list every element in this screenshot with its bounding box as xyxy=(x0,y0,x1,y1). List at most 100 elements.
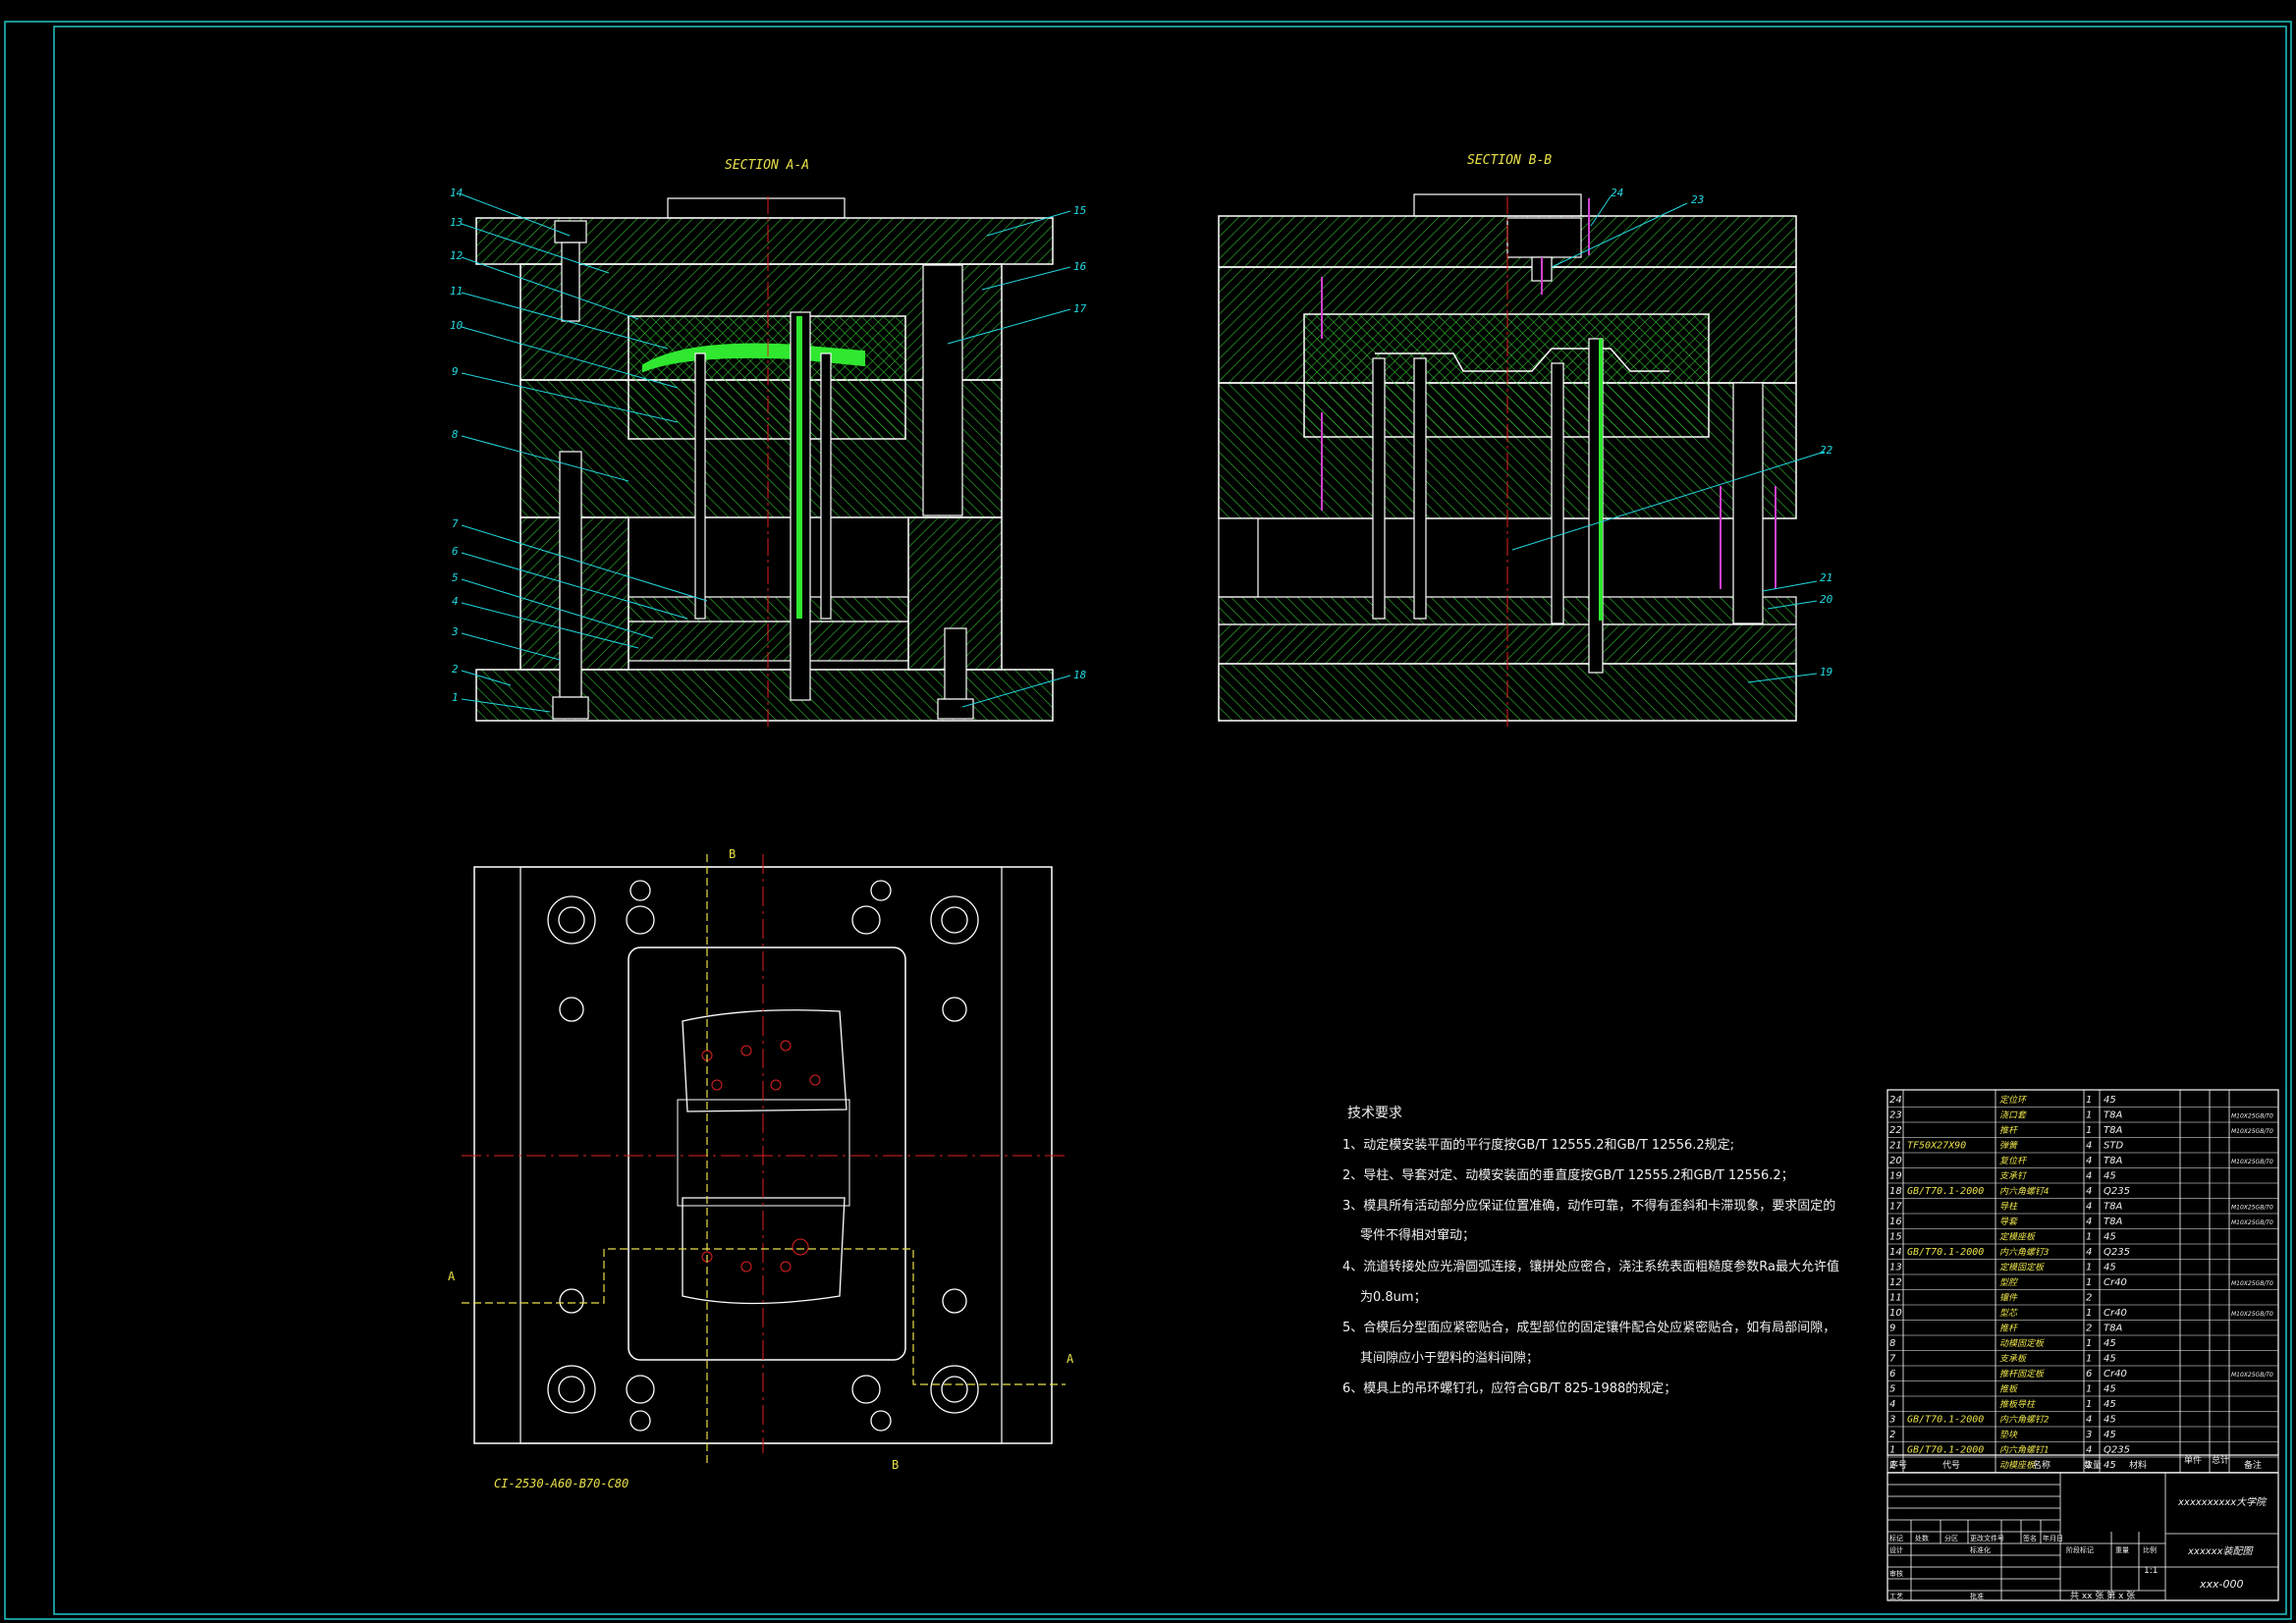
bom-cell-code: GB/T70.1-2000 xyxy=(1907,1445,1984,1456)
bom-cell-qty: 4 xyxy=(2086,1202,2092,1213)
bom-cell-note: M10X25GB/T0 xyxy=(2231,1205,2273,1212)
bom-cell-name: 支承钉 xyxy=(1999,1171,2028,1182)
bom-cell-name: 推板 xyxy=(1999,1384,2019,1395)
bom-cell-qty: 1 xyxy=(2086,1263,2092,1273)
bom-cell-note: M10X25GB/T0 xyxy=(2231,1280,2273,1287)
balloon-aa-6: 6 xyxy=(452,545,459,558)
bom-cell-mat: STD xyxy=(2104,1141,2123,1152)
bom-cell-name: 推杆 xyxy=(1999,1324,2019,1334)
bom-header-mat: 材料 xyxy=(2129,1459,2147,1471)
tb-label-weight: 重量 xyxy=(2115,1546,2129,1554)
bom-cell-no: 22 xyxy=(1889,1125,1902,1136)
bom-header-code: 代号 xyxy=(1942,1460,1960,1471)
bom-cell-code: GB/T70.1-2000 xyxy=(1907,1415,1984,1426)
tb-label-process: 工艺 xyxy=(1889,1593,1903,1600)
bom-cell-qty: 4 xyxy=(2086,1171,2092,1182)
plan-view: B B A A CI-2530-A60-B70-C80 xyxy=(448,847,1074,1490)
balloon-bb-22: 22 xyxy=(1820,444,1833,457)
balloon-aa-11: 11 xyxy=(450,285,463,298)
bom-cell-name: 定模固定板 xyxy=(1999,1263,2046,1273)
bom-cell-name: 动模座板 xyxy=(1999,1460,2037,1471)
balloon-aa-15: 15 xyxy=(1073,204,1086,217)
bom-cell-no: 7 xyxy=(1889,1354,1896,1365)
bom-cell-note: M10X25GB/T0 xyxy=(2231,1128,2273,1135)
bom-cell-note: M10X25GB/T0 xyxy=(2231,1311,2273,1318)
balloon-aa-17: 17 xyxy=(1073,302,1087,315)
bom-cell-name: 支承板 xyxy=(1999,1354,2028,1365)
bom-cell-mat: 45 xyxy=(2104,1460,2116,1471)
tb-label-approve: 批准 xyxy=(1970,1592,1984,1600)
bom-cell-mat: Cr40 xyxy=(2104,1308,2127,1319)
bom-cell-no: 3 xyxy=(1889,1415,1895,1426)
balloon-aa-2: 2 xyxy=(452,663,459,676)
tech-req-line-5: 4、流道转接处应光滑圆弧连接，镶拼处应密合，浇注系统表面粗糙度参数Ra最大允许值 xyxy=(1342,1259,1839,1274)
bom-cell-no: 13 xyxy=(1889,1263,1902,1273)
bom-cell-name: 型腔 xyxy=(1999,1277,2019,1288)
bom-header-w1: 单件 xyxy=(2184,1454,2202,1466)
tech-req-line-1: 1、动定模安装平面的平行度按GB/T 12555.2和GB/T 12556.2规… xyxy=(1342,1137,1734,1153)
bom-cell-no: 16 xyxy=(1889,1217,1902,1227)
bom-cell-note: M10X25GB/T0 xyxy=(2231,1113,2273,1120)
outer-border xyxy=(4,21,2292,1620)
bom-cell-mat: Q235 xyxy=(2104,1445,2130,1456)
bom-cell-no: 11 xyxy=(1889,1293,1902,1304)
title-block-text: xxxxxxxxxx大学院 xxxxxx装配图 xxx-000 1:1 共 xx… xyxy=(1889,1496,2268,1601)
bom-cell-mat: 45 xyxy=(2104,1232,2116,1243)
bom-cell-name: 内六角螺钉3 xyxy=(1999,1247,2049,1258)
bom-cell-qty: 6 xyxy=(2086,1369,2092,1380)
bom-cell-mat: 45 xyxy=(2104,1399,2116,1410)
bom-cell-mat: T8A xyxy=(2104,1110,2122,1121)
tb-drawing-name: xxxxxx装配图 xyxy=(2187,1545,2255,1557)
section-aa-title: SECTION A-A xyxy=(725,158,809,173)
bom-cell-no: 5 xyxy=(1889,1384,1895,1395)
balloon-aa-7: 7 xyxy=(452,517,459,530)
bom-cell-qty: 1 xyxy=(2086,1384,2092,1395)
bom-cell-name: 垫块 xyxy=(1999,1430,2018,1440)
bom-cell-qty: 1 xyxy=(2086,1110,2092,1121)
bom-header-qty: 数量 xyxy=(2084,1459,2102,1471)
balloon-aa-4: 4 xyxy=(452,595,459,608)
bom-header-name: 名称 xyxy=(2033,1459,2050,1471)
bom-cell-qty: 4 xyxy=(2086,1415,2092,1426)
bom-cell-mat: 45 xyxy=(2104,1171,2116,1182)
bom-cell-no: 9 xyxy=(1889,1324,1895,1334)
bom-cell-no: 12 xyxy=(1889,1277,1902,1288)
bom-header-note: 备注 xyxy=(2244,1459,2262,1471)
bom-cell-name: 定模座板 xyxy=(1999,1232,2037,1243)
tb-label-standard: 标准化 xyxy=(1970,1545,1991,1554)
bom-cell-mat: T8A xyxy=(2104,1202,2122,1213)
cut-label-a-left: A xyxy=(448,1270,456,1283)
bom-cell-mat: T8A xyxy=(2104,1217,2122,1227)
tech-req-line-3: 3、模具所有活动部分应保证位置准确，动作可靠，不得有歪斜和卡滞现象，要求固定的 xyxy=(1342,1198,1835,1214)
tb-label-ratio: 比例 xyxy=(2143,1545,2157,1554)
tb-scale: 1:1 xyxy=(2144,1566,2158,1576)
bom-cell-no: 24 xyxy=(1889,1095,1902,1106)
inner-border xyxy=(53,26,2287,1615)
balloon-aa-5: 5 xyxy=(452,571,459,584)
bom-cell-name: 复位杆 xyxy=(1999,1156,2028,1166)
bom-cell-name: 推板导柱 xyxy=(1999,1399,2036,1410)
bom-cell-no: 15 xyxy=(1889,1232,1902,1243)
bom-header-w2: 总计 xyxy=(2212,1454,2229,1466)
plan-note: CI-2530-A60-B70-C80 xyxy=(494,1477,629,1490)
bom-cell-mat: 45 xyxy=(2104,1415,2116,1426)
tb-drawing-no: xxx-000 xyxy=(2199,1578,2244,1591)
bom-cell-note: M10X25GB/T0 xyxy=(2231,1219,2273,1226)
tb-label-review: 审核 xyxy=(1889,1569,1903,1578)
bom-cell-no: 2 xyxy=(1889,1430,1895,1440)
tech-req-line-9: 6、模具上的吊环螺钉孔，应符合GB/T 825-1988的规定； xyxy=(1342,1380,1676,1396)
tb-school: xxxxxxxxxx大学院 xyxy=(2177,1496,2268,1508)
bom-cell-qty: 1 xyxy=(2086,1308,2092,1319)
bom-cell-mat: 45 xyxy=(2104,1384,2116,1395)
bom-cell-mat: Cr40 xyxy=(2104,1369,2127,1380)
bom-cell-no: 1 xyxy=(1889,1445,1895,1456)
bom-header-no: 序号 xyxy=(1889,1459,1907,1471)
cut-label-b-bottom: B xyxy=(892,1458,899,1472)
bom-cell-qty: 1 xyxy=(2086,1095,2092,1106)
balloon-bb-23: 23 xyxy=(1691,193,1704,206)
bom-cell-name: 内六角螺钉4 xyxy=(1999,1186,2049,1197)
tb-label-stage: 阶段标记 xyxy=(2066,1545,2094,1554)
balloon-aa-9: 9 xyxy=(452,365,459,378)
bom-cell-code: GB/T70.1-2000 xyxy=(1907,1186,1984,1197)
bom-cell-no: 21 xyxy=(1889,1141,1902,1152)
